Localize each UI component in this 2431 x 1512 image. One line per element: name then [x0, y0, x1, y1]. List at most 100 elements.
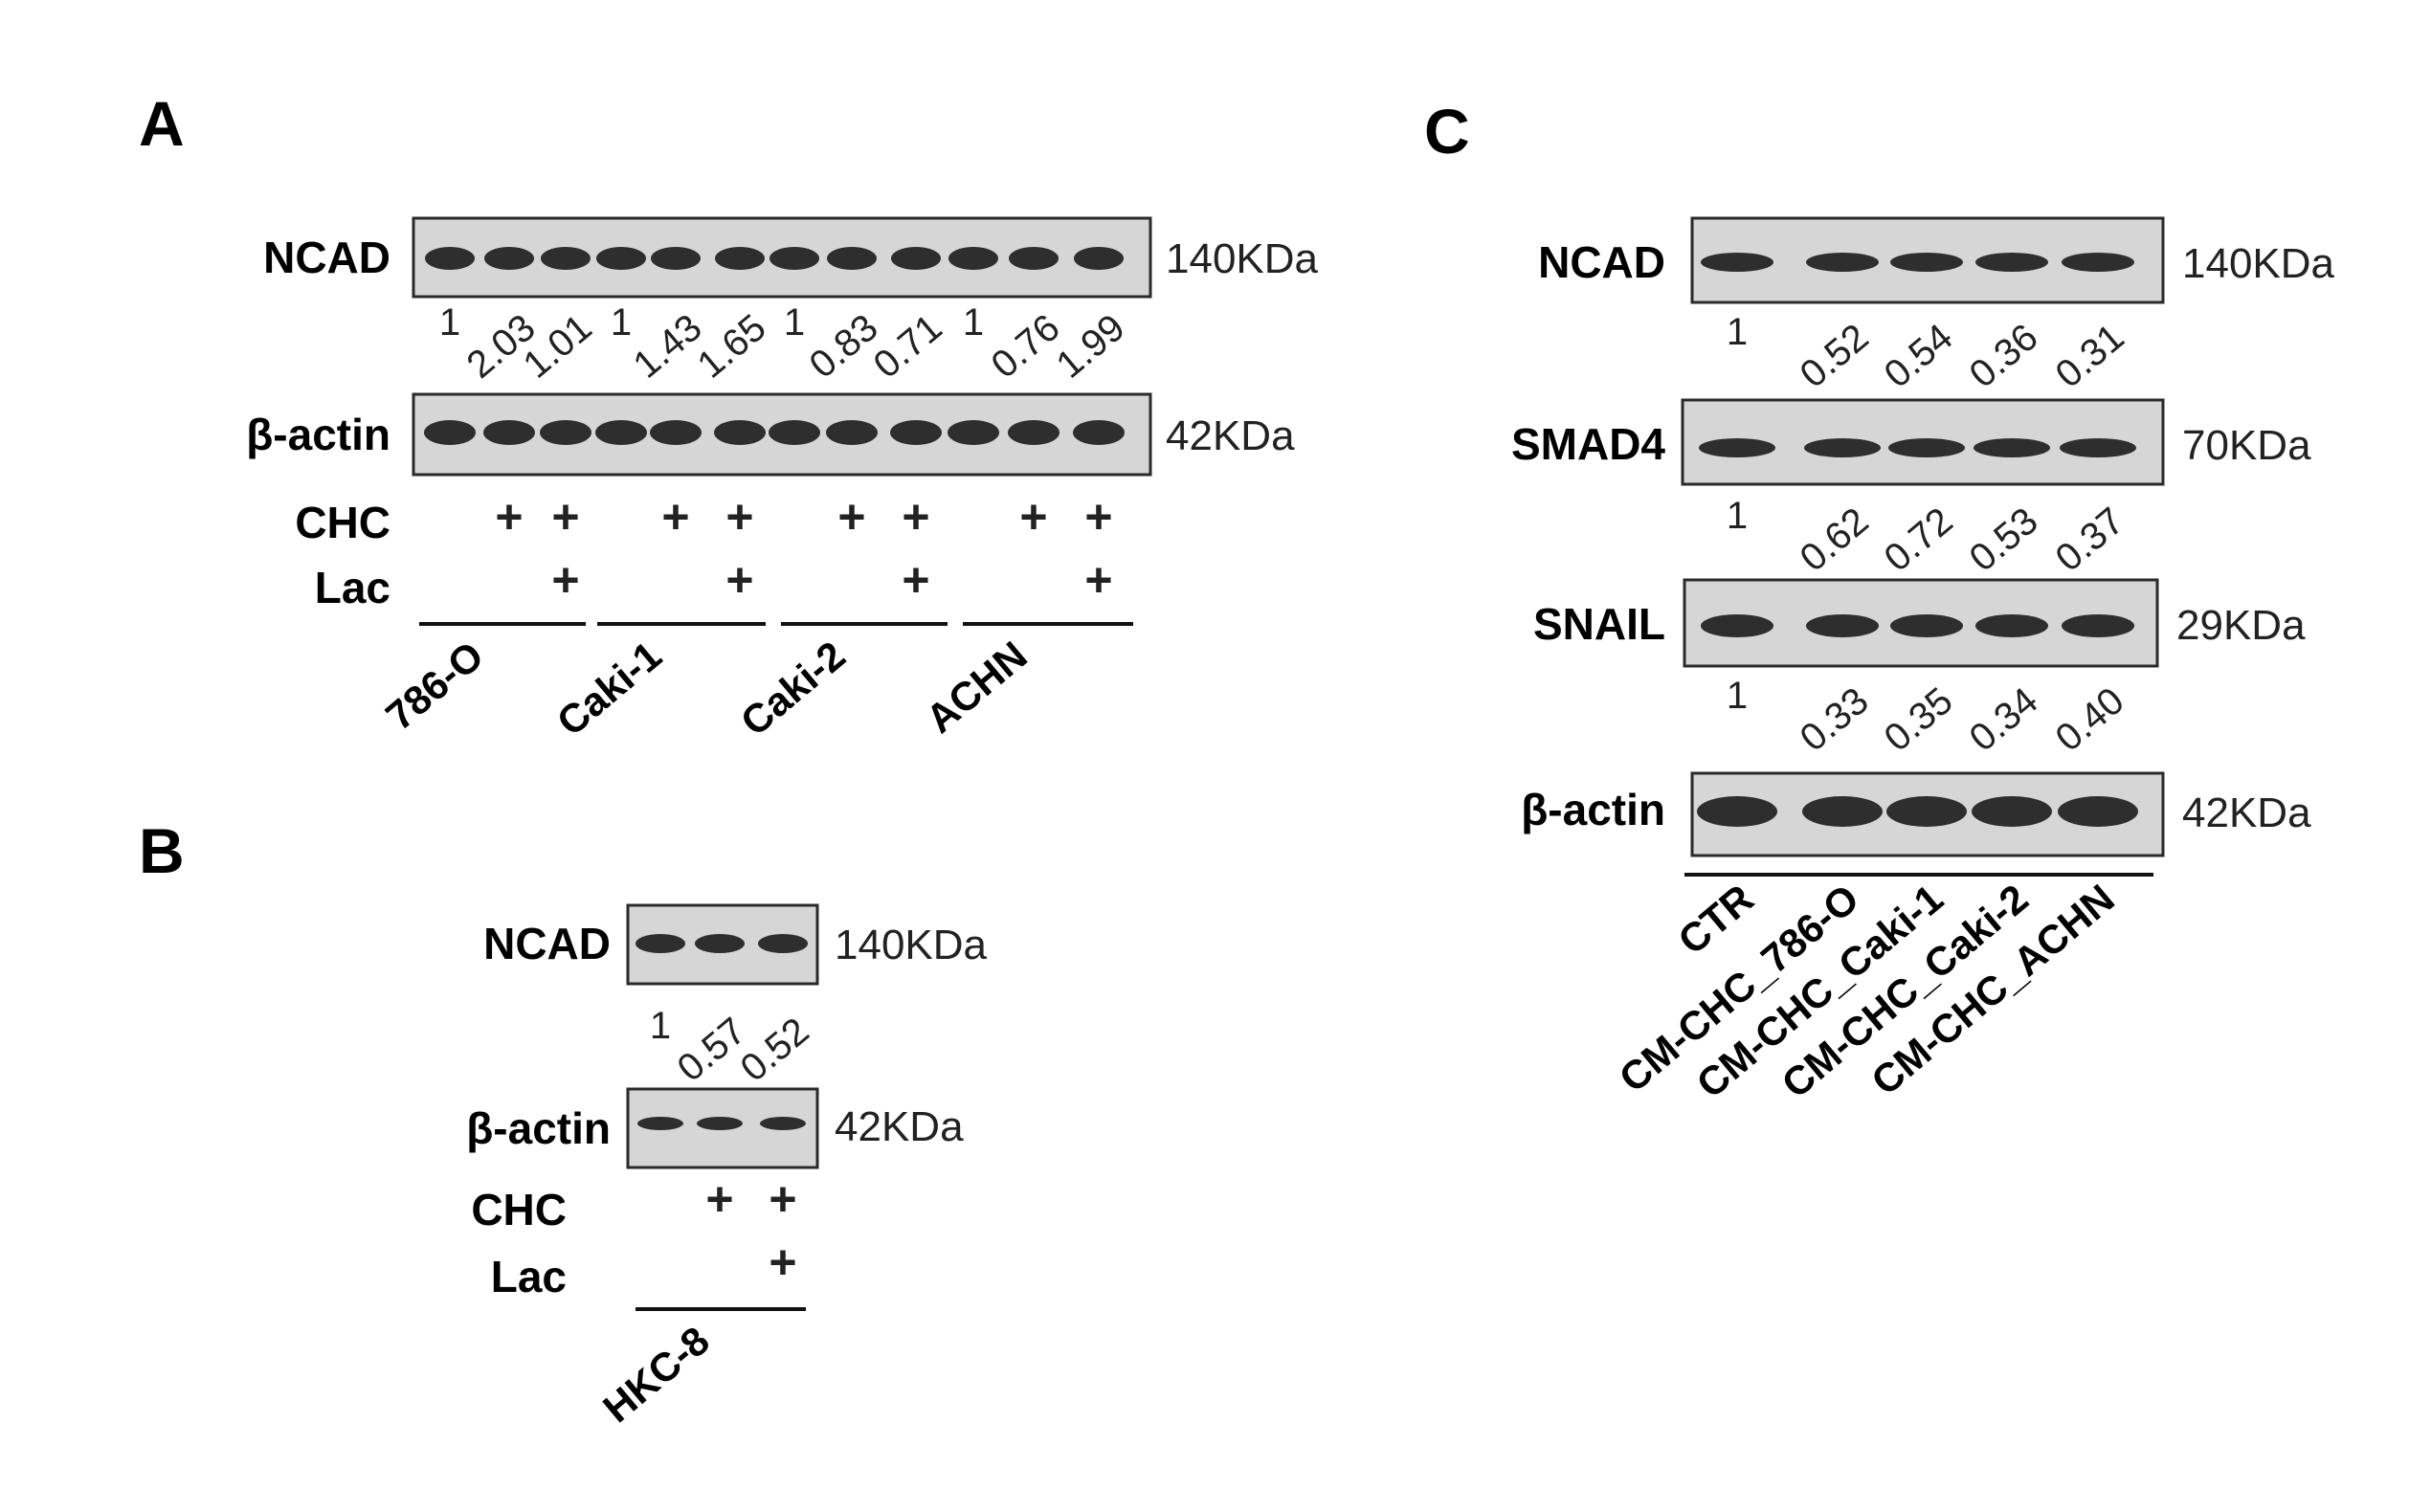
panel-a-ncad-band-5 — [651, 247, 701, 270]
panel-a-actin-band-9 — [890, 420, 942, 445]
treatment-plus-mark: + — [769, 1235, 796, 1289]
panel-b-actin-kda: 42KDa — [835, 1103, 964, 1150]
panel-a-actin-band-7 — [769, 420, 820, 445]
panel-b-ncad-quantification: 10.570.52 — [650, 1005, 817, 1090]
panel-a-actin-band-10 — [948, 420, 999, 445]
panel-a-actin-band-1 — [424, 420, 476, 445]
panel-a-actin-band-6 — [714, 420, 766, 445]
quant-value: 1 — [439, 301, 460, 344]
quant-value: 1 — [963, 301, 984, 344]
panel-a-actin-band-12 — [1073, 420, 1125, 445]
panel-a-ncad-band-2 — [484, 247, 534, 270]
quant-value: 1.43 — [626, 306, 710, 387]
treatment-plus-mark: + — [725, 490, 753, 544]
panel-a-ncad-band-9 — [891, 247, 941, 270]
panel-c-actin-band-1 — [1697, 796, 1777, 827]
panel-c-smad4-bands — [1699, 438, 2136, 457]
panel-b-actin-band-2 — [697, 1117, 743, 1130]
panel-a-cell-line-label: Caki-1 — [548, 633, 670, 745]
panel-a-actin-kda: 42KDa — [1166, 412, 1295, 459]
panel-a-actin-band-8 — [826, 420, 878, 445]
treatment-plus-mark: + — [1019, 490, 1047, 544]
quant-value: 0.83 — [802, 306, 886, 387]
quant-value: 1 — [784, 301, 805, 344]
panel-a-actin-label: β-actin — [246, 410, 390, 459]
panel-c-ncad-band-2 — [1806, 253, 1879, 272]
quant-value: 0.37 — [2048, 500, 2132, 580]
quant-value: 0.33 — [1793, 679, 1877, 760]
panel-c-ncad-bands — [1701, 253, 2134, 272]
panel-a-actin-band-2 — [483, 420, 535, 445]
panel-a-actin-band-4 — [595, 420, 647, 445]
panel-b-chc-label: CHC — [471, 1185, 567, 1234]
treatment-plus-mark: + — [551, 553, 579, 607]
panel-c-snail-bands — [1701, 614, 2134, 637]
panel-c-snail-label: SNAIL — [1533, 599, 1665, 649]
panel-a-actin-band-11 — [1008, 420, 1059, 445]
treatment-plus-mark: + — [705, 1172, 733, 1226]
panel-c-smad4-kda: 70KDa — [2182, 422, 2311, 469]
panel-b-ncad-band-1 — [636, 934, 685, 953]
treatment-plus-mark: + — [725, 553, 753, 607]
quant-value: 0.52 — [733, 1010, 817, 1090]
panel-a-chc-label: CHC — [295, 498, 390, 547]
panel-b-label: B — [139, 815, 185, 886]
quant-value: 0.52 — [1793, 316, 1877, 396]
panel-a-ncad-band-8 — [827, 247, 877, 270]
quant-value: 0.72 — [1877, 500, 1961, 580]
quant-value: 0.35 — [1877, 679, 1961, 760]
treatment-plus-mark: + — [902, 553, 929, 607]
panel-c-snail-band-5 — [2062, 614, 2134, 637]
panel-c-smad4-band-1 — [1699, 438, 1775, 457]
panel-c-ncad-band-1 — [1701, 253, 1773, 272]
panel-a-cell-line-label: ACHN — [918, 633, 1036, 742]
panel-b-ncad-band-3 — [758, 934, 808, 953]
quant-value: 1 — [611, 301, 632, 344]
panel-c-snail-band-2 — [1806, 614, 1879, 637]
panel-c-smad4-band-4 — [1974, 438, 2050, 457]
panel-c-snail-kda: 29KDa — [2176, 602, 2306, 649]
panel-a-actin-band-5 — [650, 420, 702, 445]
quant-value: 1.99 — [1049, 306, 1133, 387]
panel-b-ncad-label: NCAD — [483, 919, 611, 968]
treatment-plus-mark: + — [495, 490, 523, 544]
panel-b-ncad-band-2 — [695, 934, 745, 953]
panel-b-cell-lines: HKC-8 — [594, 1307, 806, 1432]
panel-c-ncad-band-5 — [2062, 253, 2134, 272]
panel-a-ncad-bands — [425, 247, 1124, 270]
panel-a-actin-band-3 — [540, 420, 591, 445]
panel-a-lac-label: Lac — [315, 563, 390, 612]
panel-c-actin-band-4 — [1972, 796, 2052, 827]
treatment-plus-mark: + — [769, 1172, 796, 1226]
treatment-plus-mark: + — [661, 490, 689, 544]
panel-c-actin-band-2 — [1802, 796, 1883, 827]
panel-a-cell-line-label: Caki-2 — [732, 633, 854, 745]
panel-c-snail-band-4 — [1975, 614, 2048, 637]
panel-c-snail-band-1 — [1701, 614, 1773, 637]
panel-a-lac-marks: ++++ — [551, 553, 1112, 607]
quant-value: 0.71 — [866, 306, 950, 387]
panel-a-chc-marks: ++++++++ — [495, 490, 1112, 544]
panel-b-ncad-bands — [636, 934, 808, 953]
quant-value: 1.65 — [690, 306, 774, 387]
quant-value: 1 — [1727, 311, 1748, 353]
panel-a-ncad-band-11 — [1009, 247, 1059, 270]
quant-value: 0.62 — [1793, 500, 1877, 580]
panel-b-lac-label: Lac — [491, 1252, 567, 1301]
panel-a-ncad-band-3 — [541, 247, 591, 270]
quant-value: 0.40 — [2048, 679, 2132, 760]
quant-value: 0.31 — [2048, 316, 2132, 396]
treatment-plus-mark: + — [902, 490, 929, 544]
panel-c-actin-label: β-actin — [1521, 785, 1665, 834]
panel-c-ncad-band-4 — [1975, 253, 2048, 272]
panel-b-cell-line-label: HKC-8 — [594, 1318, 718, 1432]
quant-value: 0.34 — [1962, 679, 2046, 760]
panel-c-actin-bands — [1697, 796, 2138, 827]
panel-b-chc-marks: ++ — [705, 1172, 796, 1226]
panel-c-actin-band-5 — [2058, 796, 2138, 827]
